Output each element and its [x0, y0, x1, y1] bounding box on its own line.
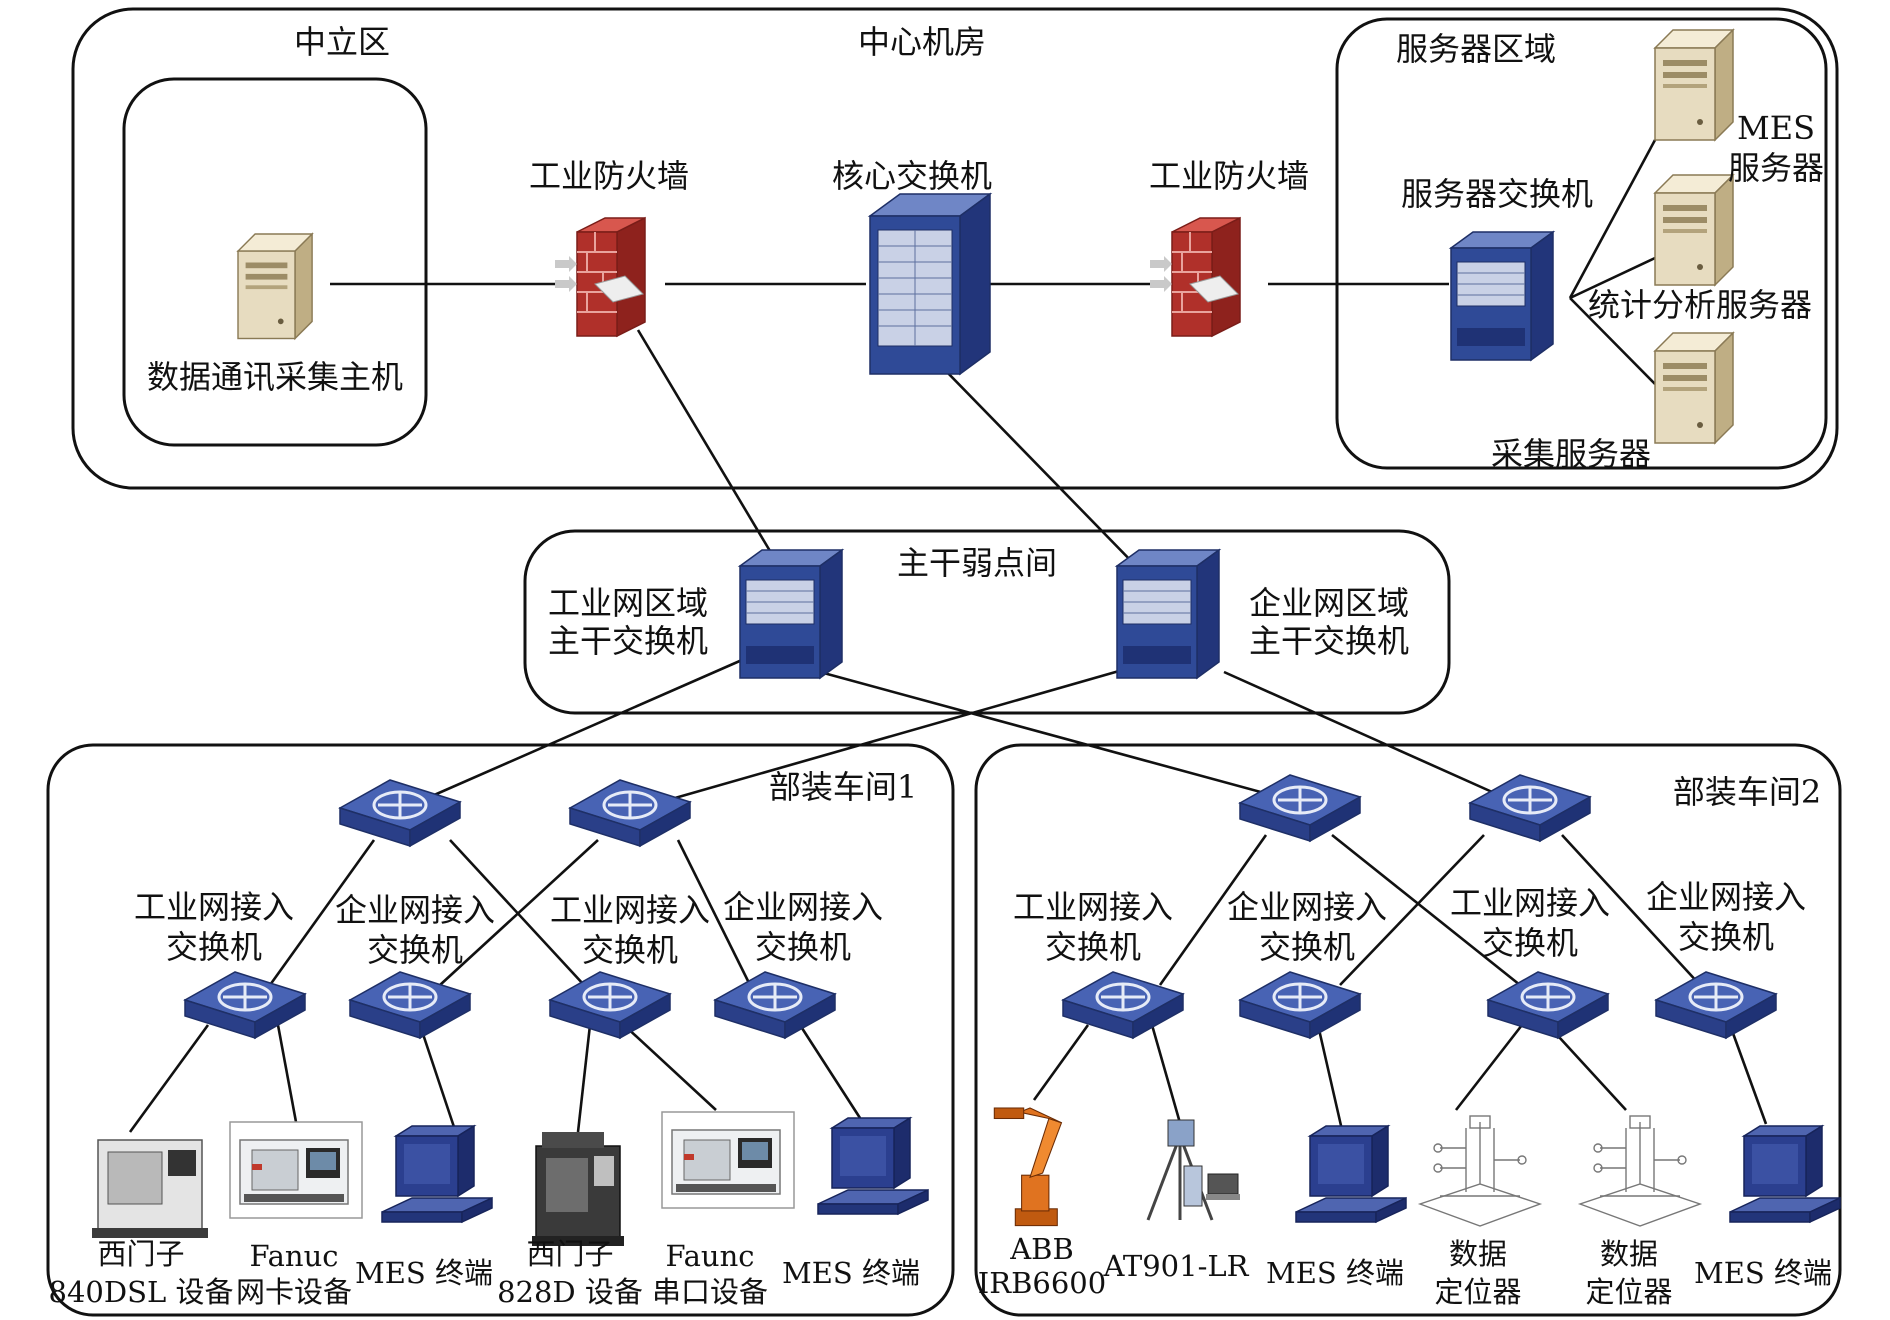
access-switch-label: 交换机: [1678, 918, 1774, 956]
device-label: MES 终端: [355, 1256, 493, 1290]
access-switch-label: 交换机: [367, 931, 463, 969]
switch-icon: [548, 970, 672, 1040]
workshop2-zone: [974, 743, 1842, 1317]
device-label: Faunc: [665, 1239, 754, 1273]
device-label: MES 终端: [782, 1256, 920, 1290]
switch-icon: [1238, 773, 1362, 843]
positioner-icon: [1419, 1115, 1541, 1227]
access-switch-label: 交换机: [1045, 928, 1141, 966]
device-label: IRB6600: [978, 1266, 1106, 1300]
device-label: 定位器: [1434, 1275, 1521, 1309]
device-label: MES 终端: [1266, 1256, 1404, 1290]
enterprise-backbone-label: 主干交换机: [1249, 622, 1409, 660]
industrial-backbone-label: 主干交换机: [548, 622, 708, 660]
switch-icon: [1654, 970, 1778, 1040]
terminal-icon: [1295, 1125, 1407, 1223]
cnc-machine-icon: [91, 1139, 209, 1239]
access-switch-label: 企业网接入: [723, 888, 883, 926]
neutral-zone: [122, 77, 428, 447]
positioner-icon: [1579, 1115, 1701, 1227]
device-label: 828D 设备: [497, 1275, 643, 1309]
device-label: 西门子: [97, 1237, 184, 1271]
firewall-icon: [554, 217, 646, 337]
access-switch-label: 企业网接入: [335, 891, 495, 929]
zone-title-backbone: 主干弱点间: [897, 544, 1057, 582]
zone-title-workshop1: 部装车间1: [769, 768, 917, 806]
server-icon: [1654, 174, 1734, 286]
backbone-room-zone: [523, 529, 1451, 715]
zone-title-center-room: 中心机房: [858, 23, 986, 61]
access-switch-label: 企业网接入: [1646, 878, 1806, 916]
device-label: ABB: [1009, 1232, 1074, 1266]
mes-server-label: 服务器: [1728, 149, 1824, 187]
device-label: Fanuc: [249, 1239, 338, 1273]
switch-icon: [568, 778, 692, 848]
terminal-icon: [817, 1117, 929, 1215]
center-room-zone: [71, 7, 1839, 490]
chassis-switch-icon: [739, 549, 843, 679]
device-label: 网卡设备: [236, 1275, 352, 1309]
access-switch-label: 企业网接入: [1227, 888, 1387, 926]
switch-icon: [713, 970, 837, 1040]
access-switch-label: 工业网接入: [1450, 884, 1610, 922]
access-switch-label: 交换机: [1482, 924, 1578, 962]
access-switch-label: 工业网接入: [134, 888, 294, 926]
server-icon: [1654, 332, 1734, 444]
device-label: 数据: [1600, 1237, 1658, 1271]
switch-icon: [1468, 773, 1592, 843]
core-switch-label: 核心交换机: [832, 157, 992, 195]
chassis-switch-icon: [1116, 549, 1220, 679]
firewall-left-label: 工业防火墙: [529, 157, 689, 195]
device-label: 数据: [1449, 1237, 1507, 1271]
access-switch-label: 交换机: [582, 931, 678, 969]
switch-icon: [348, 970, 472, 1040]
chassis-switch-icon: [869, 193, 991, 375]
host-label: 数据通讯采集主机: [147, 358, 403, 396]
zone-title-workshop2: 部装车间2: [1673, 773, 1821, 811]
zone-title-server: 服务器区域: [1396, 30, 1556, 68]
access-switch-label: 交换机: [166, 928, 262, 966]
workshop1-zone: [46, 743, 955, 1317]
device-label: MES 终端: [1694, 1256, 1832, 1290]
access-switch-label: 交换机: [1259, 928, 1355, 966]
device-label: 840DSL 设备: [49, 1275, 234, 1309]
server-zone: [1335, 17, 1828, 470]
link-lines: [128, 139, 1768, 1133]
laser-tracker-icon: [1146, 1118, 1242, 1222]
device-label: AT901-LR: [1103, 1249, 1250, 1283]
access-switch-label: 交换机: [755, 928, 851, 966]
device-label: 串口设备: [652, 1275, 768, 1309]
zone-title-neutral: 中立区: [294, 23, 390, 61]
collection-server-label: 采集服务器: [1491, 435, 1651, 473]
firewall-right-label: 工业防火墙: [1149, 157, 1309, 195]
server-icon: [237, 233, 313, 340]
enterprise-backbone-label: 企业网区域: [1249, 584, 1409, 622]
chassis-switch-icon: [1450, 231, 1554, 361]
firewall-icon: [1149, 217, 1241, 337]
access-switch-label: 工业网接入: [1013, 888, 1173, 926]
cnc-machine-icon: [661, 1111, 795, 1209]
mes-server-label: MES: [1737, 109, 1815, 147]
robot-arm-icon: [993, 1107, 1063, 1227]
cnc-machine-icon: [531, 1131, 625, 1247]
terminal-icon: [1729, 1125, 1841, 1223]
device-label: 定位器: [1585, 1275, 1672, 1309]
device-label: 西门子: [526, 1237, 613, 1271]
access-switch-label: 工业网接入: [550, 891, 710, 929]
switch-icon: [183, 970, 307, 1040]
switch-icon: [1486, 970, 1610, 1040]
cnc-machine-icon: [229, 1121, 363, 1219]
server-switch-label: 服务器交换机: [1401, 175, 1593, 213]
industrial-backbone-label: 工业网区域: [548, 584, 708, 622]
terminal-icon: [381, 1125, 493, 1223]
server-icon: [1654, 29, 1734, 141]
switch-icon: [338, 778, 462, 848]
stats-server-label: 统计分析服务器: [1588, 286, 1812, 324]
switch-icon: [1061, 970, 1185, 1040]
